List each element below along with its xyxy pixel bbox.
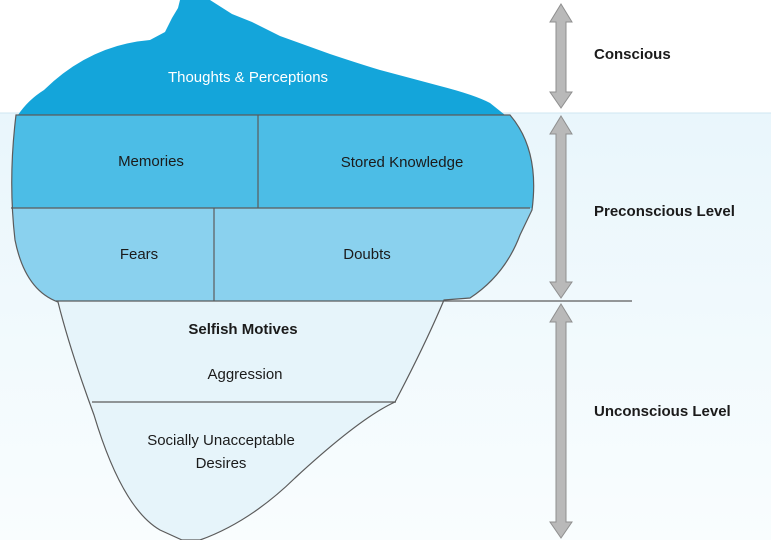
conscious-level-label: Conscious	[594, 46, 671, 63]
preconscious-arrow	[549, 115, 573, 299]
preconscious-row-2-fill	[11, 208, 534, 301]
doubts-label: Doubts	[343, 246, 391, 263]
unconscious-arrow	[549, 303, 573, 539]
aggression-label: Aggression	[207, 366, 282, 383]
memories-label: Memories	[118, 153, 184, 170]
conscious-arrow	[549, 3, 573, 109]
iceberg-tip	[18, 0, 505, 115]
tip-label: Thoughts & Perceptions	[168, 69, 328, 86]
preconscious-row-1-fill	[11, 115, 534, 208]
fears-label: Fears	[120, 246, 158, 263]
desires-label: Desires	[196, 455, 247, 472]
preconscious-level-label: Preconscious Level	[594, 203, 735, 220]
iceberg-outline	[11, 114, 535, 540]
selfish-motives-label: Selfish Motives	[188, 321, 297, 338]
unconscious-level-label: Unconscious Level	[594, 403, 731, 420]
socially-unacceptable-label: Socially Unacceptable	[147, 432, 295, 449]
stored-knowledge-label: Stored Knowledge	[341, 154, 464, 171]
